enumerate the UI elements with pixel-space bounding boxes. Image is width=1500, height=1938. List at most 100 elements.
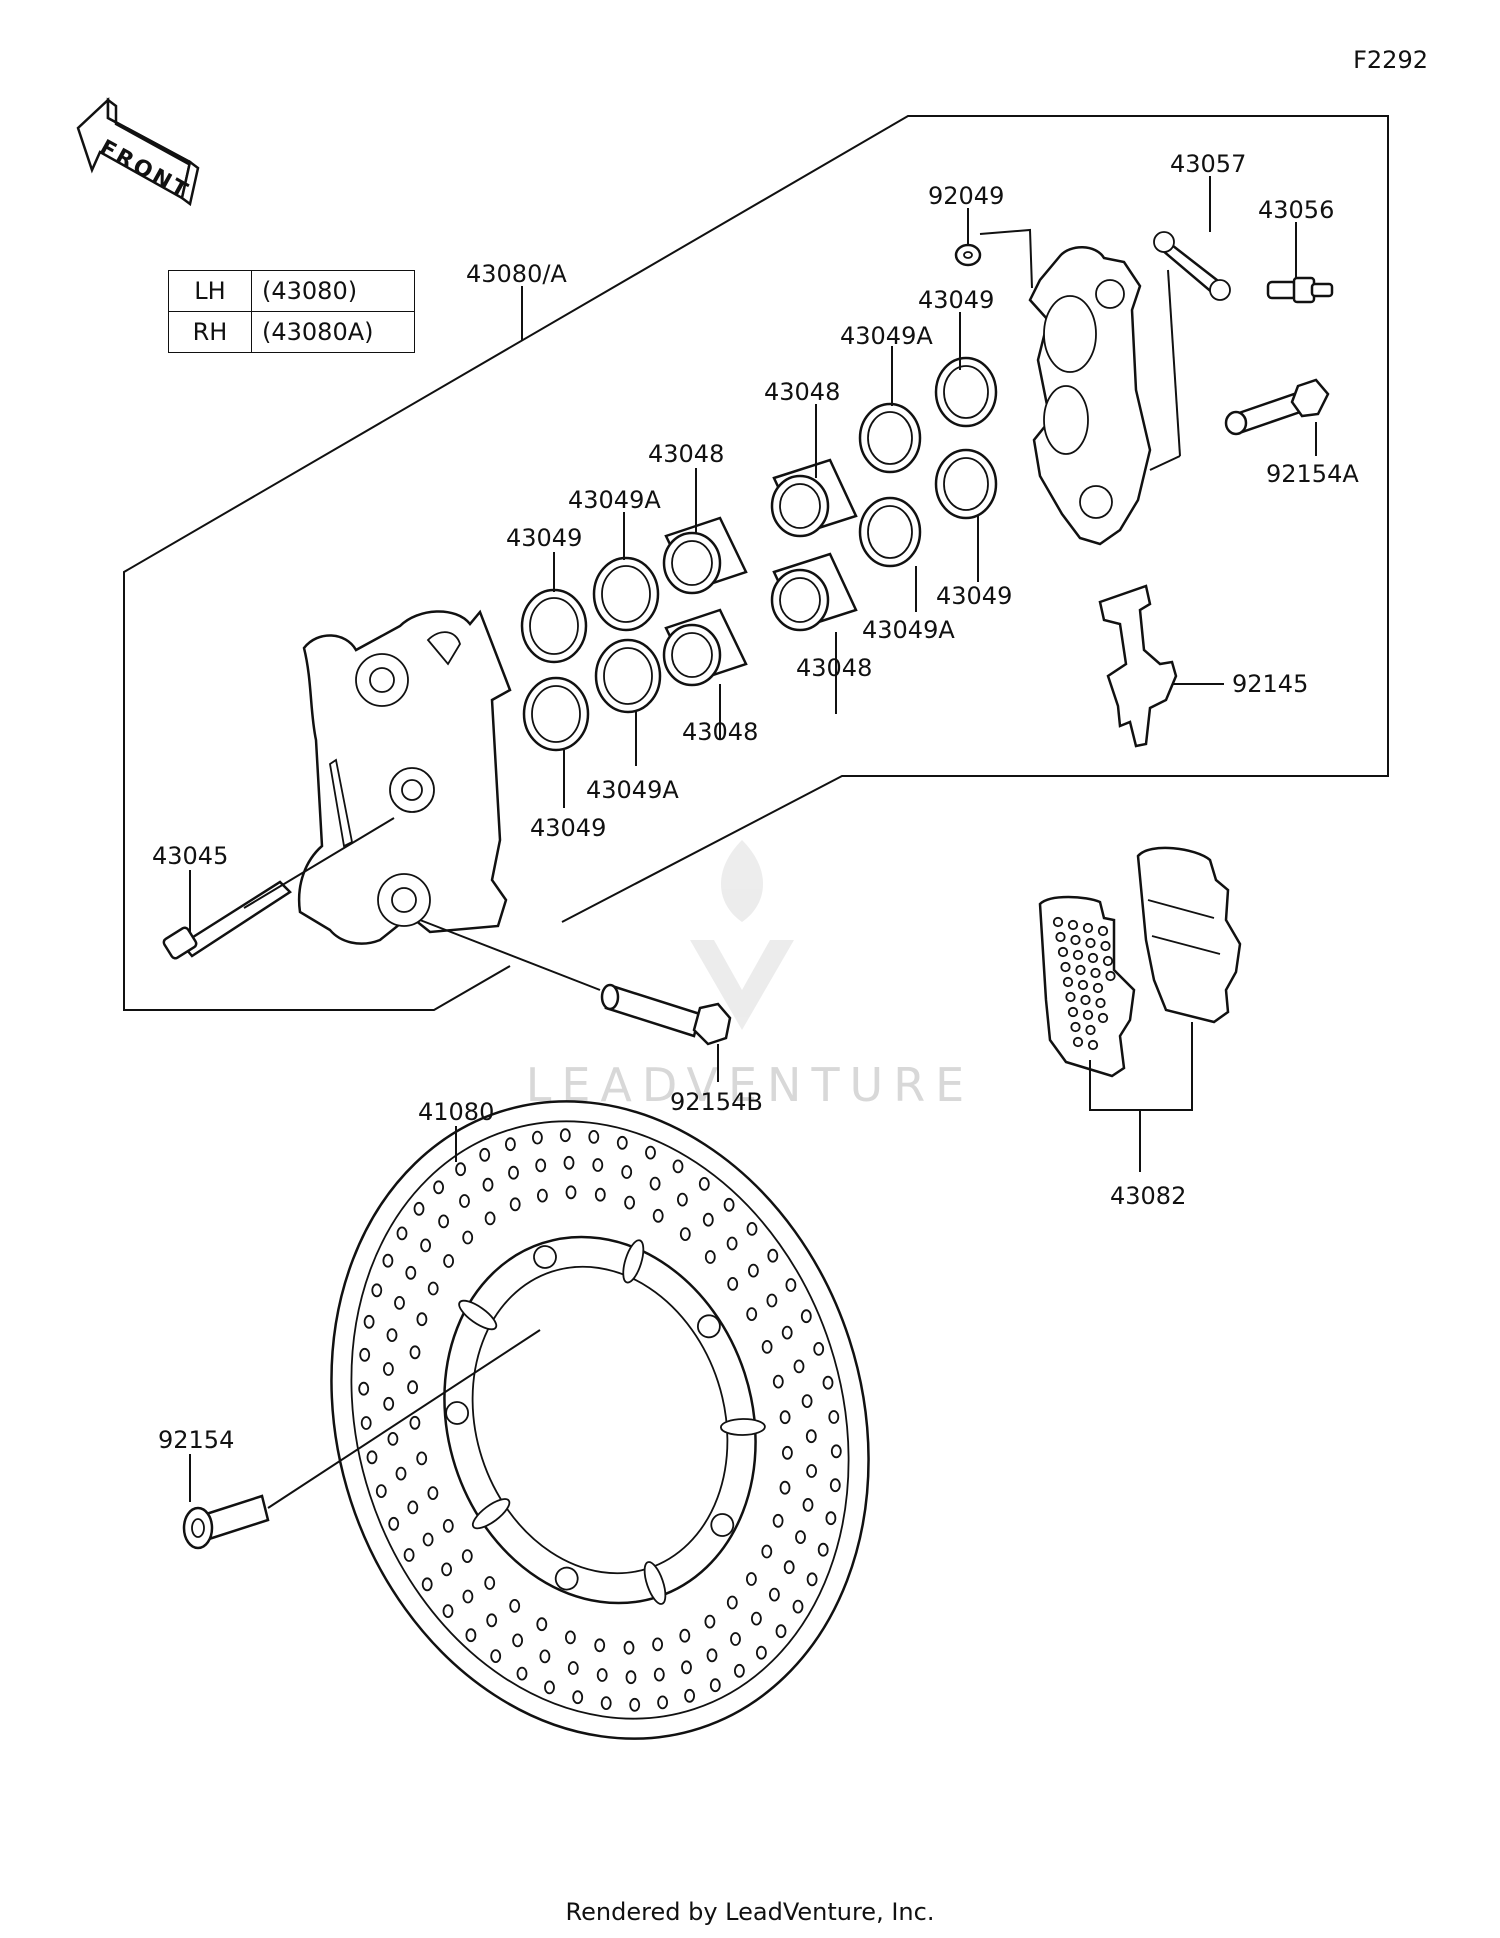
disc-hole — [795, 1530, 806, 1544]
disc-hole — [761, 1544, 773, 1559]
caliper-body-right — [1028, 246, 1152, 546]
part-label: 43048 — [648, 440, 724, 468]
disc-hole — [704, 1614, 716, 1629]
disc-hole — [588, 1130, 600, 1144]
part-label: 43049 — [918, 286, 994, 314]
pad-hole — [1082, 922, 1094, 934]
disc-hole — [751, 1611, 762, 1626]
disc-hole — [775, 1624, 787, 1639]
disc-hole — [465, 1628, 477, 1643]
disc-hole — [382, 1253, 394, 1268]
disc-hole — [509, 1599, 521, 1613]
disc-hole — [387, 1432, 399, 1446]
disc-hole — [559, 1128, 571, 1143]
disc-hole — [769, 1587, 780, 1602]
disc-hole — [681, 1660, 692, 1675]
part-label: 92145 — [1232, 670, 1308, 698]
watermark-logo-icon — [690, 840, 794, 1030]
disc-hole — [394, 1296, 405, 1310]
disc-hole — [386, 1328, 398, 1342]
disc-hole — [409, 1345, 421, 1360]
pad-hole — [1060, 961, 1071, 973]
disc-hole — [382, 1362, 394, 1376]
part-label: 43045 — [152, 842, 228, 870]
disc-hole — [395, 1466, 407, 1481]
disc-hole — [484, 1211, 496, 1226]
part-label: 43049A — [840, 322, 933, 350]
disc-hole — [420, 1238, 432, 1253]
leader-lines — [189, 176, 1317, 1509]
disc-hole — [806, 1464, 817, 1478]
side-cell: LH — [168, 270, 252, 312]
pad-hole — [1080, 994, 1091, 1006]
disc-hole — [563, 1155, 575, 1170]
disc-hole — [709, 1678, 721, 1693]
side-cell: RH — [168, 311, 252, 353]
disc-hole — [756, 1645, 767, 1660]
pad-hole — [1075, 964, 1086, 976]
disc-hole — [421, 1577, 433, 1592]
disc-hole — [645, 1145, 656, 1160]
disc-hole — [416, 1451, 428, 1466]
brake-pad-holes — [1052, 916, 1116, 1051]
disc-hole — [535, 1158, 547, 1173]
disc-hole — [427, 1486, 439, 1500]
disc-hole — [427, 1281, 439, 1296]
footer-credit: Rendered by LeadVenture, Inc. — [565, 1898, 935, 1926]
disc-hole — [486, 1613, 498, 1628]
disc-hole — [537, 1188, 548, 1203]
disc-hole — [830, 1444, 842, 1459]
disc-hole — [490, 1649, 502, 1663]
disc-hole — [623, 1640, 635, 1655]
disc-hole — [482, 1177, 494, 1192]
disc-hole — [677, 1192, 688, 1207]
pad-hole — [1057, 946, 1069, 958]
disc-hole — [746, 1222, 758, 1236]
part-cell: (43080A) — [251, 311, 415, 353]
disc-hole — [779, 1410, 791, 1425]
disc-hole — [441, 1562, 453, 1577]
disc-hole — [532, 1130, 543, 1145]
disc-hole — [567, 1661, 579, 1675]
disc-hole — [407, 1500, 419, 1515]
seal-ring — [520, 356, 998, 752]
pad-spring-icon — [1098, 584, 1178, 748]
disc-hole — [504, 1137, 516, 1152]
disc-hole — [455, 1162, 467, 1177]
disc-hole — [829, 1478, 841, 1493]
pad-hole — [1097, 925, 1109, 937]
disc-hole — [652, 1637, 663, 1652]
pad-hole — [1077, 979, 1089, 991]
front-arrow-icon: FRONT — [76, 97, 200, 207]
disc-hole — [649, 1176, 661, 1191]
disc-slot — [458, 1299, 498, 1331]
disc-hole — [413, 1201, 425, 1216]
disc-hole — [781, 1325, 793, 1340]
part-label: 92049 — [928, 182, 1004, 210]
disc-hole — [407, 1380, 419, 1395]
part-label: 43048 — [764, 378, 840, 406]
disc-slot — [697, 1314, 721, 1339]
disc-slot — [622, 1239, 645, 1284]
disc-hole — [539, 1649, 551, 1664]
disc-hole — [679, 1227, 691, 1241]
disc-hole — [624, 1195, 635, 1210]
disc-hole — [625, 1670, 637, 1685]
part-label: 43056 — [1258, 196, 1334, 224]
side-table: LH (43080) RH (43080A) — [168, 270, 415, 353]
disc-hole — [792, 1599, 804, 1614]
disc-hole — [443, 1254, 455, 1268]
disc-hole — [416, 1312, 428, 1327]
disc-slot — [533, 1245, 557, 1269]
disc-hole — [600, 1696, 612, 1710]
disc-hole — [360, 1416, 372, 1430]
disc-slot — [445, 1401, 470, 1425]
pad-hole — [1065, 991, 1076, 1003]
disc-slot — [720, 1418, 766, 1436]
pad-hole — [1067, 1006, 1079, 1018]
disc-hole — [730, 1632, 741, 1646]
pad-hole — [1085, 1024, 1096, 1036]
pad-hole — [1072, 1036, 1084, 1048]
table-row: RH (43080A) — [168, 311, 415, 353]
disc-hole — [801, 1394, 813, 1408]
